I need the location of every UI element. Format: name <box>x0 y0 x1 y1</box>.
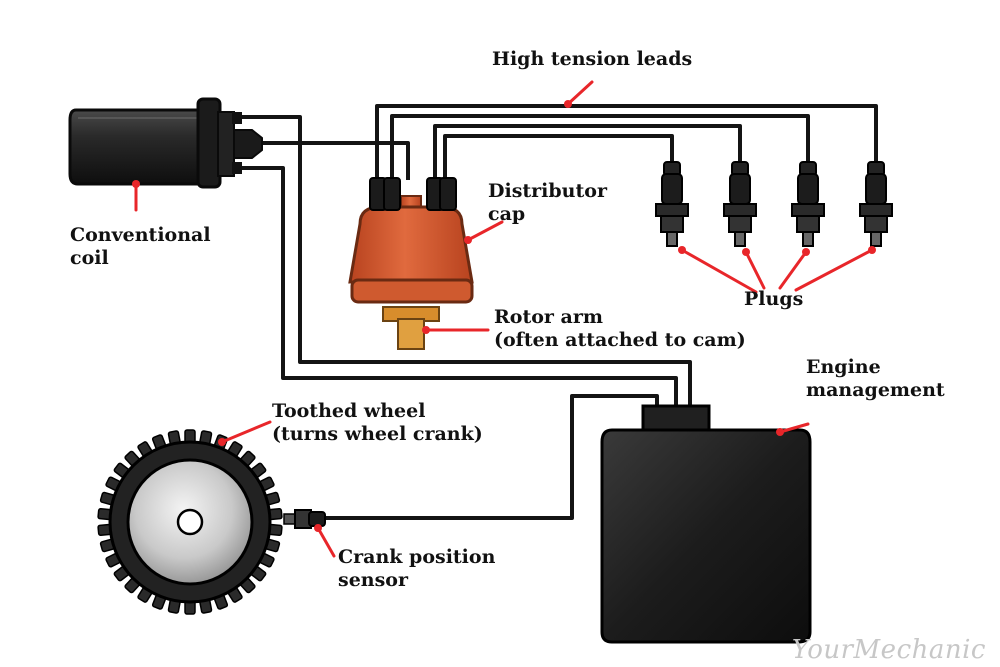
label-plugs: Plugs <box>744 288 804 310</box>
pointer-plug-2 <box>744 250 766 290</box>
toothed-wheel <box>97 429 283 615</box>
label-rotor-arm: Rotor arm (often attached to cam) <box>494 306 746 351</box>
pointer-engine-management <box>778 422 810 434</box>
wiring <box>238 104 878 520</box>
label-toothed-wheel: Toothed wheel (turns wheel crank) <box>272 400 483 445</box>
label-conventional-coil: Conventional coil <box>70 224 211 269</box>
crank-position-sensor <box>283 509 326 529</box>
coil-wire-inner <box>238 166 678 410</box>
label-distributor-cap: Distributor cap <box>488 180 607 225</box>
spark-plug-2 <box>723 161 757 247</box>
spark-plug-1 <box>655 161 689 247</box>
watermark-logo: YourMechanic <box>791 635 986 665</box>
spark-plugs <box>655 161 893 247</box>
pointer-crank-sensor <box>316 526 336 558</box>
coil-to-distributor-lead <box>262 141 410 180</box>
pointer-dots <box>132 100 876 532</box>
label-high-tension-leads: High tension leads <box>492 48 693 70</box>
spark-plug-3 <box>791 161 825 247</box>
label-pointers <box>134 80 874 558</box>
pointer-high-tension-leads <box>566 80 594 106</box>
label-engine-management: Engine management <box>806 356 945 401</box>
engine-management-unit <box>600 404 812 644</box>
pointer-toothed-wheel <box>220 420 272 444</box>
spark-plug-4 <box>859 161 893 247</box>
coil-wire-outer <box>238 115 692 410</box>
ht-lead-2 <box>390 114 810 180</box>
label-crank-position-sensor: Crank position sensor <box>338 546 496 591</box>
pointer-plug-3 <box>778 250 808 290</box>
distributor-cap <box>348 177 474 304</box>
pointer-plug-4 <box>794 248 874 292</box>
pointer-plug-1 <box>680 248 758 294</box>
ht-lead-4 <box>443 134 674 180</box>
conventional-coil <box>68 97 263 189</box>
rotor-arm <box>382 306 440 350</box>
sensor-to-ecu-wire <box>324 394 659 520</box>
ht-lead-3 <box>433 124 742 180</box>
pointer-distributor-cap <box>466 220 504 242</box>
